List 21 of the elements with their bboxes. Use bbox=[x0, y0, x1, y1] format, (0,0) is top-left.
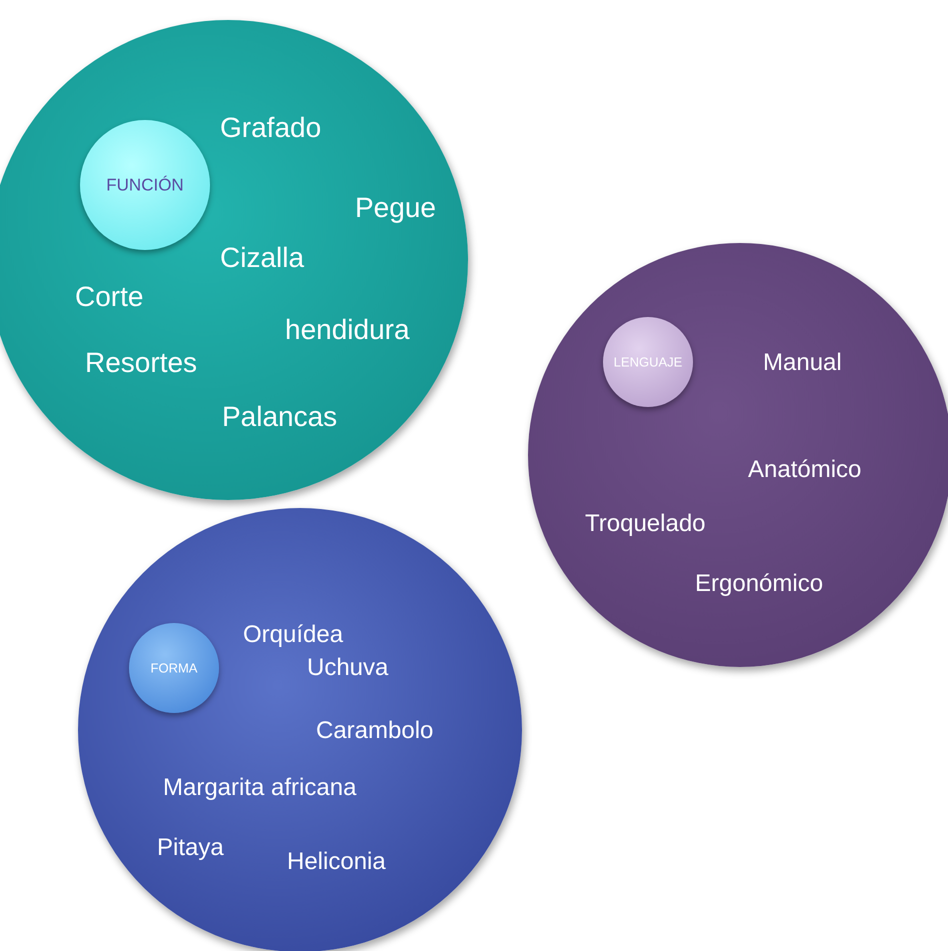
heading-label: FORMA bbox=[150, 662, 198, 674]
item-label: Ergonómico bbox=[695, 572, 824, 596]
item-label: Grafado bbox=[220, 114, 322, 142]
item-label: hendidura bbox=[285, 316, 410, 344]
item-label: Orquídea bbox=[243, 623, 344, 647]
item-label: Troquelado bbox=[585, 512, 706, 536]
item-label: Palancas bbox=[222, 403, 338, 431]
item-label: Pitaya bbox=[157, 836, 224, 860]
heading-circle bbox=[129, 623, 219, 713]
item-label: Pegue bbox=[355, 194, 436, 222]
item-label: Margarita africana bbox=[163, 776, 356, 800]
item-label: Anatómico bbox=[748, 458, 862, 482]
item-label: Manual bbox=[763, 351, 842, 375]
item-label: Resortes bbox=[85, 349, 198, 377]
item-label: Carambolo bbox=[316, 719, 434, 743]
item-label: Corte bbox=[75, 283, 144, 311]
item-label: Uchuva bbox=[307, 656, 388, 680]
heading-label: FUNCIÓN bbox=[106, 176, 184, 194]
heading-label: LENGUAJE bbox=[614, 356, 682, 368]
item-label: Cizalla bbox=[220, 244, 304, 272]
item-label: Heliconia bbox=[287, 850, 386, 874]
